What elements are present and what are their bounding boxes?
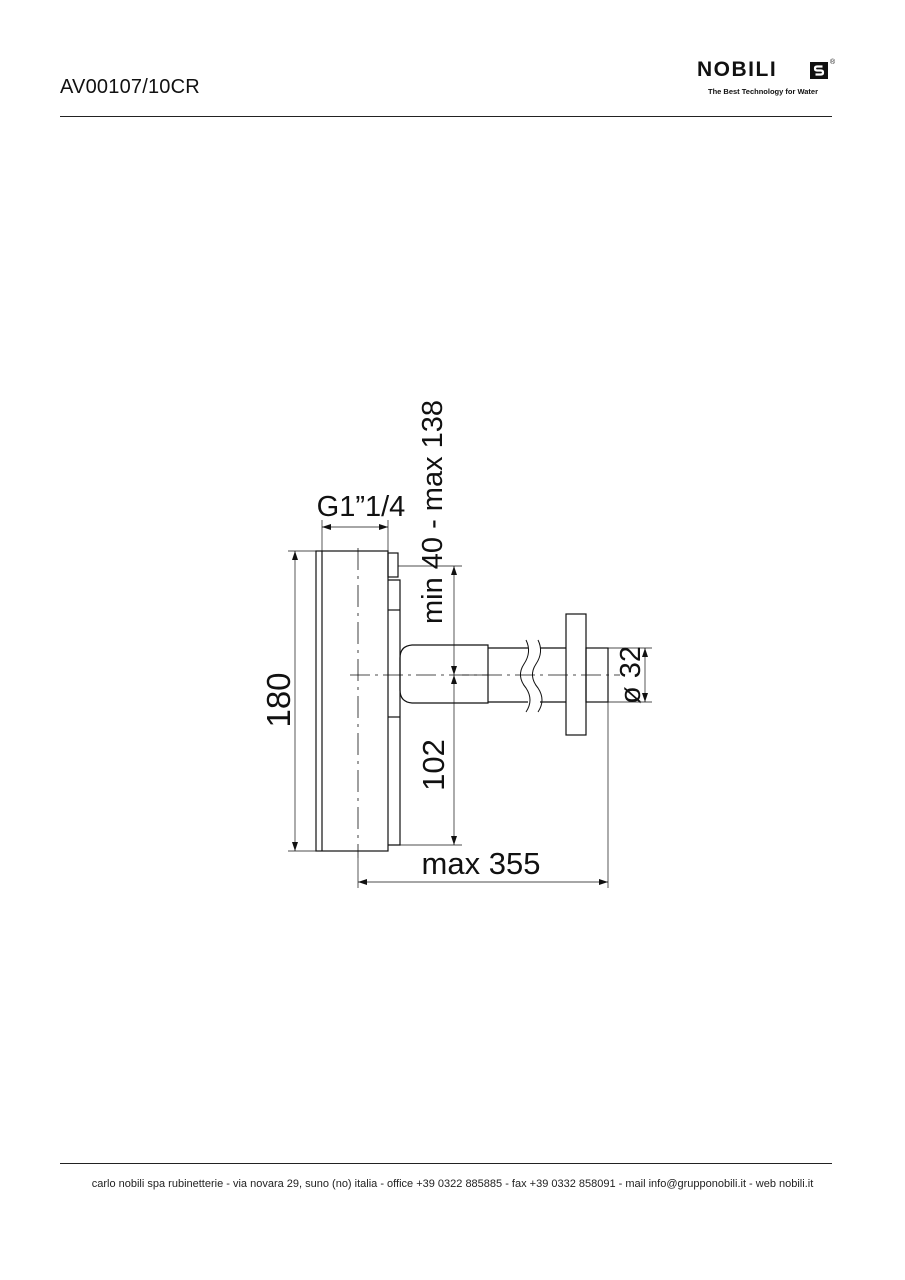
dim-label-diameter: ø 32 bbox=[615, 646, 647, 704]
dim-label-355: max 355 bbox=[422, 846, 541, 881]
trap-body bbox=[315, 550, 389, 852]
brand-logo: NOBILI ® The Best Technology for Water bbox=[697, 58, 837, 100]
product-code: AV00107/10CR bbox=[60, 76, 200, 98]
logo-registered-mark: ® bbox=[830, 59, 836, 66]
dim-label-thread: G1”1/4 bbox=[317, 491, 406, 523]
header-divider bbox=[60, 116, 832, 117]
dim-label-102: 102 bbox=[416, 739, 451, 791]
dim-label-180: 180 bbox=[260, 672, 297, 727]
logo-wordmark: NOBILI bbox=[697, 58, 778, 81]
dim-label-adjust: min 40 - max 138 bbox=[417, 400, 449, 624]
pipe-break-mark bbox=[520, 639, 531, 713]
footer-divider bbox=[60, 1163, 832, 1164]
nobili-s-mark-icon bbox=[810, 62, 828, 79]
dimension-arrowheads bbox=[292, 524, 648, 885]
trap-body-step bbox=[388, 579, 401, 846]
outlet-elbow bbox=[399, 644, 489, 704]
footer-contact: carlo nobili spa rubinetterie - via nova… bbox=[91, 1178, 814, 1190]
wall-flange bbox=[565, 613, 587, 736]
thread-nipple bbox=[387, 552, 399, 578]
logo-tagline: The Best Technology for Water bbox=[708, 87, 819, 96]
